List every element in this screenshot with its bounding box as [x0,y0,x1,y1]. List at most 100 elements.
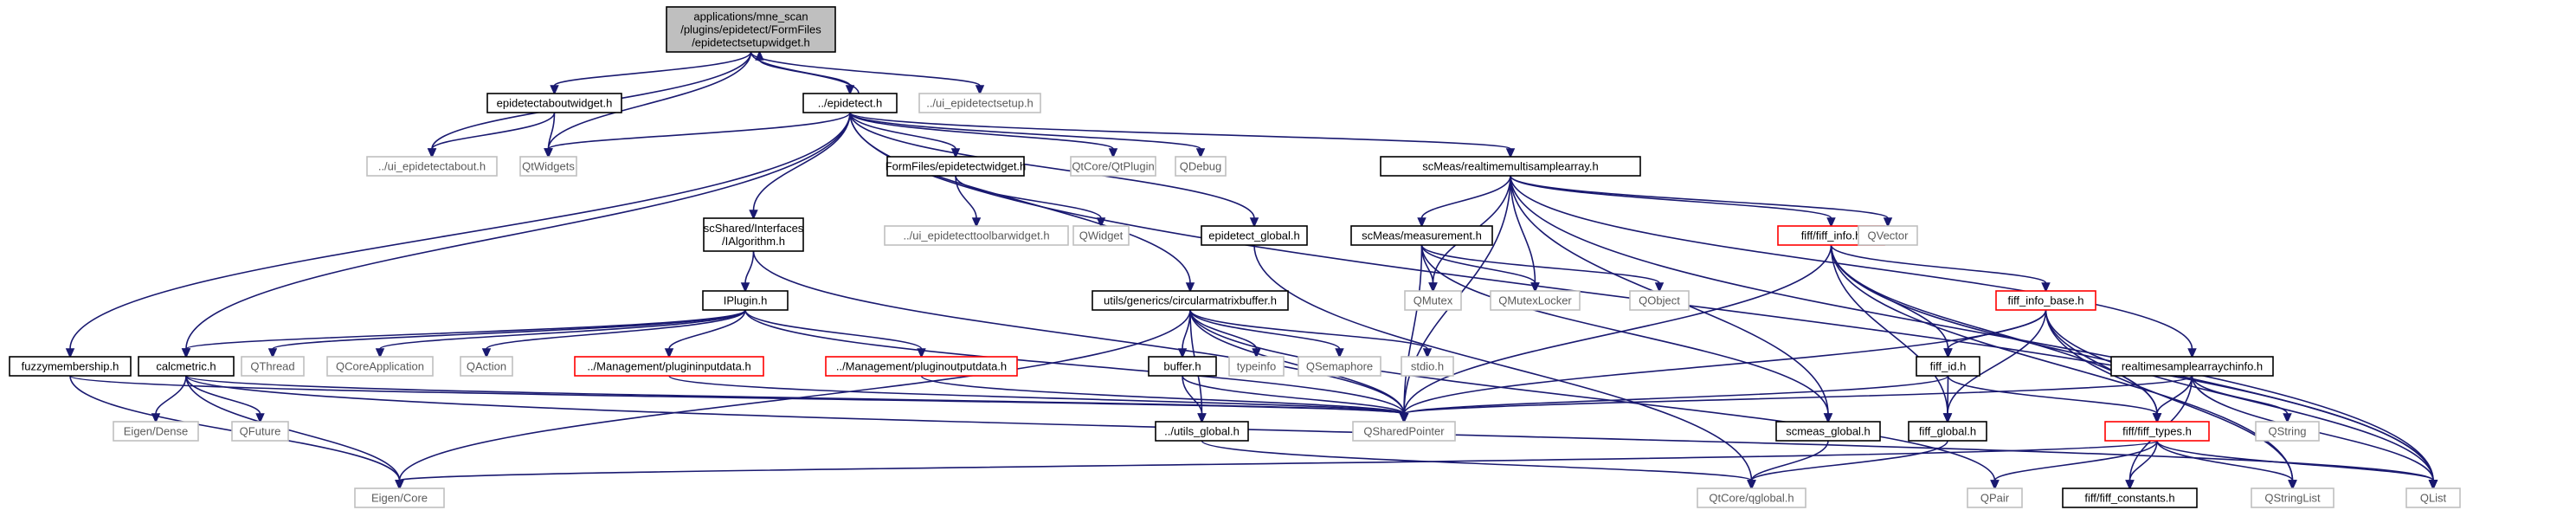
node-label: applications/mne_scan [693,10,808,23]
node-stdio-h[interactable]: stdio.h [1401,356,1454,377]
node-fuzzymembership-h[interactable]: fuzzymembership.h [9,356,132,377]
node-epidetectaboutwidget-h[interactable]: epidetectaboutwidget.h [486,93,622,113]
dependency-edge [1747,440,1948,490]
node-qtcore-qglobal-h[interactable]: QtCore/qglobal.h [1697,487,1806,508]
node-ui-epidetecttoolbarwidget-h[interactable]: ../ui_epidetecttoolbarwidget.h [884,225,1069,246]
node-qstring[interactable]: QString [2255,421,2320,442]
node-qsharedpointer[interactable]: QSharedPointer [1352,421,1456,442]
node-label: QMutex [1414,294,1453,307]
dependency-edge [185,375,265,423]
node-label: /plugins/epidetect/FormFiles [680,23,821,36]
node-qfuture[interactable]: QFuture [231,421,289,442]
node-box [354,487,445,508]
node-utils-generics-circularmatrixbuffer-h[interactable]: utils/generics/circularmatrixbuffer.h [1092,290,1289,311]
node-box [1298,356,1381,377]
node-fiff-fiff-constants-h[interactable]: fiff/fiff_constants.h [2062,487,2198,508]
node-label: ../ui_epidetectsetup.h [926,97,1034,110]
node-management-plugininputdata-h[interactable]: ../Management/plugininputdata.h [574,356,764,377]
node-label: QFuture [240,425,281,438]
node-label: QWidget [1079,229,1124,242]
dependency-edge [1182,375,1207,423]
node-utils-global-h[interactable]: ../utils_global.h [1155,421,1249,442]
node-box [1858,225,1918,246]
node-box [802,93,898,113]
node-box [1350,225,1493,246]
dependency-edge [395,440,2158,490]
node-label: FormFiles/epidetectwidget.h [886,160,1027,173]
node-qtwidgets[interactable]: QtWidgets [519,156,577,177]
node-buffer-h[interactable]: buffer.h [1148,356,1217,377]
node-qtcore-qtplugin[interactable]: QtCore/QtPlugin [1070,156,1156,177]
node-fiff-global-h[interactable]: fiff_global.h [1908,421,1987,442]
node-qthread[interactable]: QThread [241,356,305,377]
node-epidetect-global-h[interactable]: epidetect_global.h [1201,225,1308,246]
node-label: ../Management/pluginoutputdata.h [836,360,1007,373]
node-box [2104,421,2210,442]
node-applications-mne-scan-plugins-epidetect-formfiles-epidetectsetupwidget-h[interactable]: applications/mne_scan/plugins/epidetect/… [666,6,836,53]
node-label: ../ui_epidetectabout.h [378,160,486,173]
node-scmeas-measurement-h[interactable]: scMeas/measurement.h [1350,225,1493,246]
node-box [1352,421,1456,442]
node-iplugin-h[interactable]: IPlugin.h [702,290,789,311]
node-box [1967,487,2023,508]
node-qmutex[interactable]: QMutex [1404,290,1462,311]
node-qsemaphore[interactable]: QSemaphore [1298,356,1381,377]
dependency-edge [2156,440,2297,490]
node-label: QSharedPointer [1363,425,1445,438]
node-scmeas-realtimemultisamplearray-h[interactable]: scMeas/realtimemultisamplearray.h [1380,156,1641,177]
dependency-edge [1399,375,1949,423]
node-label: QtCore/qglobal.h [1709,492,1794,505]
node-scshared-interfaces-ialgorithm-h[interactable]: scShared/Interfaces/IAlgorithm.h [703,217,804,252]
node-box [825,356,1018,377]
dependency-edge [1399,375,2193,423]
node-qaction[interactable]: QAction [460,356,513,377]
node-qobject[interactable]: QObject [1629,290,1690,311]
node-qmutexlocker[interactable]: QMutexLocker [1490,290,1581,311]
node-label: scmeas_global.h [1786,425,1871,438]
node-label: QThread [250,360,294,373]
node-management-pluginoutputdata-h[interactable]: ../Management/pluginoutputdata.h [825,356,1018,377]
dependency-edge [849,112,1118,158]
node-scmeas-global-h[interactable]: scmeas_global.h [1775,421,1881,442]
node-box [1697,487,1806,508]
node-qcoreapplication[interactable]: QCoreApplication [326,356,434,377]
node-qdebug[interactable]: QDebug [1175,156,1227,177]
node-qlist[interactable]: QList [2405,487,2461,508]
node-qpair[interactable]: QPair [1967,487,2023,508]
node-label: QVector [1868,229,1909,242]
node-fiff-info-base-h[interactable]: fiff_info_base.h [1995,290,2096,311]
dependency-edge [750,51,985,95]
node-realtimesamplearraychinfo-h[interactable]: realtimesamplearraychinfo.h [2110,356,2274,377]
dependency-edge [181,309,746,358]
node-box [1148,356,1217,377]
dependency-edge [1830,244,2051,293]
node-label: ../epidetect.h [818,97,882,110]
node-epidetect-h[interactable]: ../epidetect.h [802,93,898,113]
node-box [1775,421,1881,442]
dependency-edge [427,112,556,158]
node-typeinfo[interactable]: typeinfo [1228,356,1285,377]
node-box [1228,356,1285,377]
node-fiff-fiff-types-h[interactable]: fiff/fiff_types.h [2104,421,2210,442]
dependency-edge [375,309,746,358]
node-ui-epidetectabout-h[interactable]: ../ui_epidetectabout.h [366,156,498,177]
node-qstringlist[interactable]: QStringList [2251,487,2334,508]
node-eigen-dense[interactable]: Eigen/Dense [113,421,199,442]
node-eigen-core[interactable]: Eigen/Core [354,487,445,508]
node-calcmetric-h[interactable]: calcmetric.h [138,356,235,377]
node-box [326,356,434,377]
node-label: scMeas/measurement.h [1362,229,1482,242]
dependency-edge [1189,309,1433,358]
node-label: QPair [1980,492,2010,505]
dependency-edge [2152,375,2193,423]
node-formfiles-epidetectwidget-h[interactable]: FormFiles/epidetectwidget.h [886,156,1027,177]
node-qwidget[interactable]: QWidget [1072,225,1130,246]
dependency-edge [664,309,746,358]
node-ui-epidetectsetup-h[interactable]: ../ui_epidetectsetup.h [918,93,1041,113]
node-box [1916,356,1980,377]
node-label: QtCore/QtPlugin [1072,160,1154,173]
node-fiff-id-h[interactable]: fiff_id.h [1916,356,1980,377]
node-label: Eigen/Core [371,492,428,505]
node-qvector[interactable]: QVector [1858,225,1918,246]
